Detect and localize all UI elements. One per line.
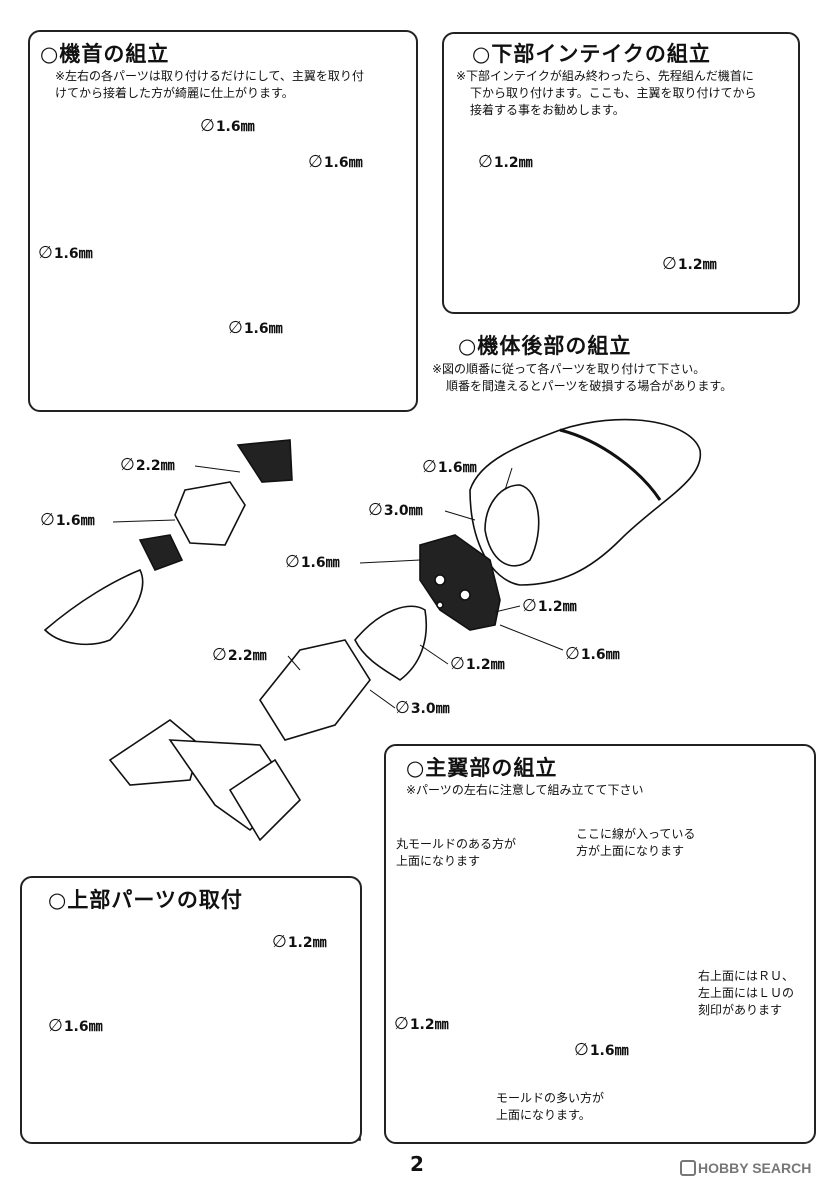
wing-callout-mold-1: モールドの多い方が	[496, 1091, 605, 1105]
rear-label-7: ∅1.6㎜	[565, 644, 620, 664]
wing-callout-line-1: ここに線が入っている	[576, 827, 696, 841]
nose-assembly-note-2: けてから接着した方が綺麗に仕上がります。	[55, 86, 294, 100]
intake-assembly-note-2: 下から取り付けます。ここも、主翼を取り付けてから	[470, 86, 757, 100]
rear-label-1: ∅2.2㎜	[120, 455, 175, 475]
wing-label-1: ∅1.2㎜	[394, 1014, 449, 1034]
rear-label-8: ∅2.2㎜	[212, 645, 267, 665]
wing-callout-ru-2: 左上面にはＬＵの	[698, 986, 795, 1000]
watermark-logo-icon	[680, 1160, 696, 1176]
intake-assembly-panel	[442, 32, 800, 314]
nose-assembly-panel	[28, 30, 418, 412]
rear-assembly-title: ○機体後部の組立	[458, 334, 632, 358]
intake-assembly-title: ○下部インテイクの組立	[472, 42, 711, 66]
wing-assembly-title: ○主翼部の組立	[406, 756, 558, 780]
nose-label-4: ∅1.6㎜	[228, 318, 283, 338]
nose-label-3: ∅1.6㎜	[38, 243, 93, 263]
rear-assembly-note-1: ※図の順番に従って各パーツを取り付けて下さい。	[432, 362, 706, 376]
nose-label-2: ∅1.6㎜	[308, 152, 363, 172]
wing-assembly-note: ※パーツの左右に注意して組み立てて下さい	[406, 783, 644, 797]
upper-label-2: ∅1.6㎜	[48, 1016, 103, 1036]
wing-callout-ru-3: 刻印があります	[698, 1003, 783, 1017]
intake-label-1: ∅1.2㎜	[478, 152, 533, 172]
intake-assembly-note-3: 接着する事をお勧めします。	[470, 103, 625, 117]
rear-drawing	[43, 418, 702, 842]
nose-label-1: ∅1.6㎜	[200, 116, 255, 136]
rear-label-5: ∅1.6㎜	[285, 552, 340, 572]
intake-label-2: ∅1.2㎜	[662, 254, 717, 274]
rear-assembly-note-2: 順番を間違えるとパーツを破損する場合があります。	[446, 379, 733, 393]
nose-assembly-note-1: ※左右の各パーツは取り付けるだけにして、主翼を取り付	[55, 69, 364, 83]
rear-label-10: ∅3.0㎜	[395, 698, 450, 718]
page-number: 2	[410, 1152, 424, 1176]
wing-label-2: ∅1.6㎜	[574, 1040, 629, 1060]
rear-label-3: ∅1.6㎜	[40, 510, 95, 530]
rear-label-9: ∅1.2㎜	[450, 654, 505, 674]
wing-callout-line-2: 方が上面になります	[576, 844, 685, 858]
intake-assembly-note-1: ※下部インテイクが組み終わったら、先程組んだ機首に	[456, 69, 754, 83]
upper-parts-panel	[20, 876, 362, 1144]
wing-callout-round-1: 丸モールドのある方が	[396, 837, 517, 851]
wing-callout-mold-2: 上面になります。	[496, 1108, 591, 1122]
wing-callout-ru-1: 右上面にはＲＵ、	[698, 969, 795, 983]
rear-label-2: ∅1.6㎜	[422, 457, 477, 477]
upper-parts-title: ○上部パーツの取付	[48, 888, 243, 912]
wing-assembly-panel	[384, 744, 816, 1144]
wing-callout-round-2: 上面になります	[396, 854, 481, 868]
upper-label-1: ∅1.2㎜	[272, 932, 327, 952]
rear-label-4: ∅3.0㎜	[368, 500, 423, 520]
rear-label-6: ∅1.2㎜	[522, 596, 577, 616]
nose-assembly-title: ○機首の組立	[40, 42, 170, 66]
watermark: HOBBY SEARCH	[680, 1160, 811, 1176]
